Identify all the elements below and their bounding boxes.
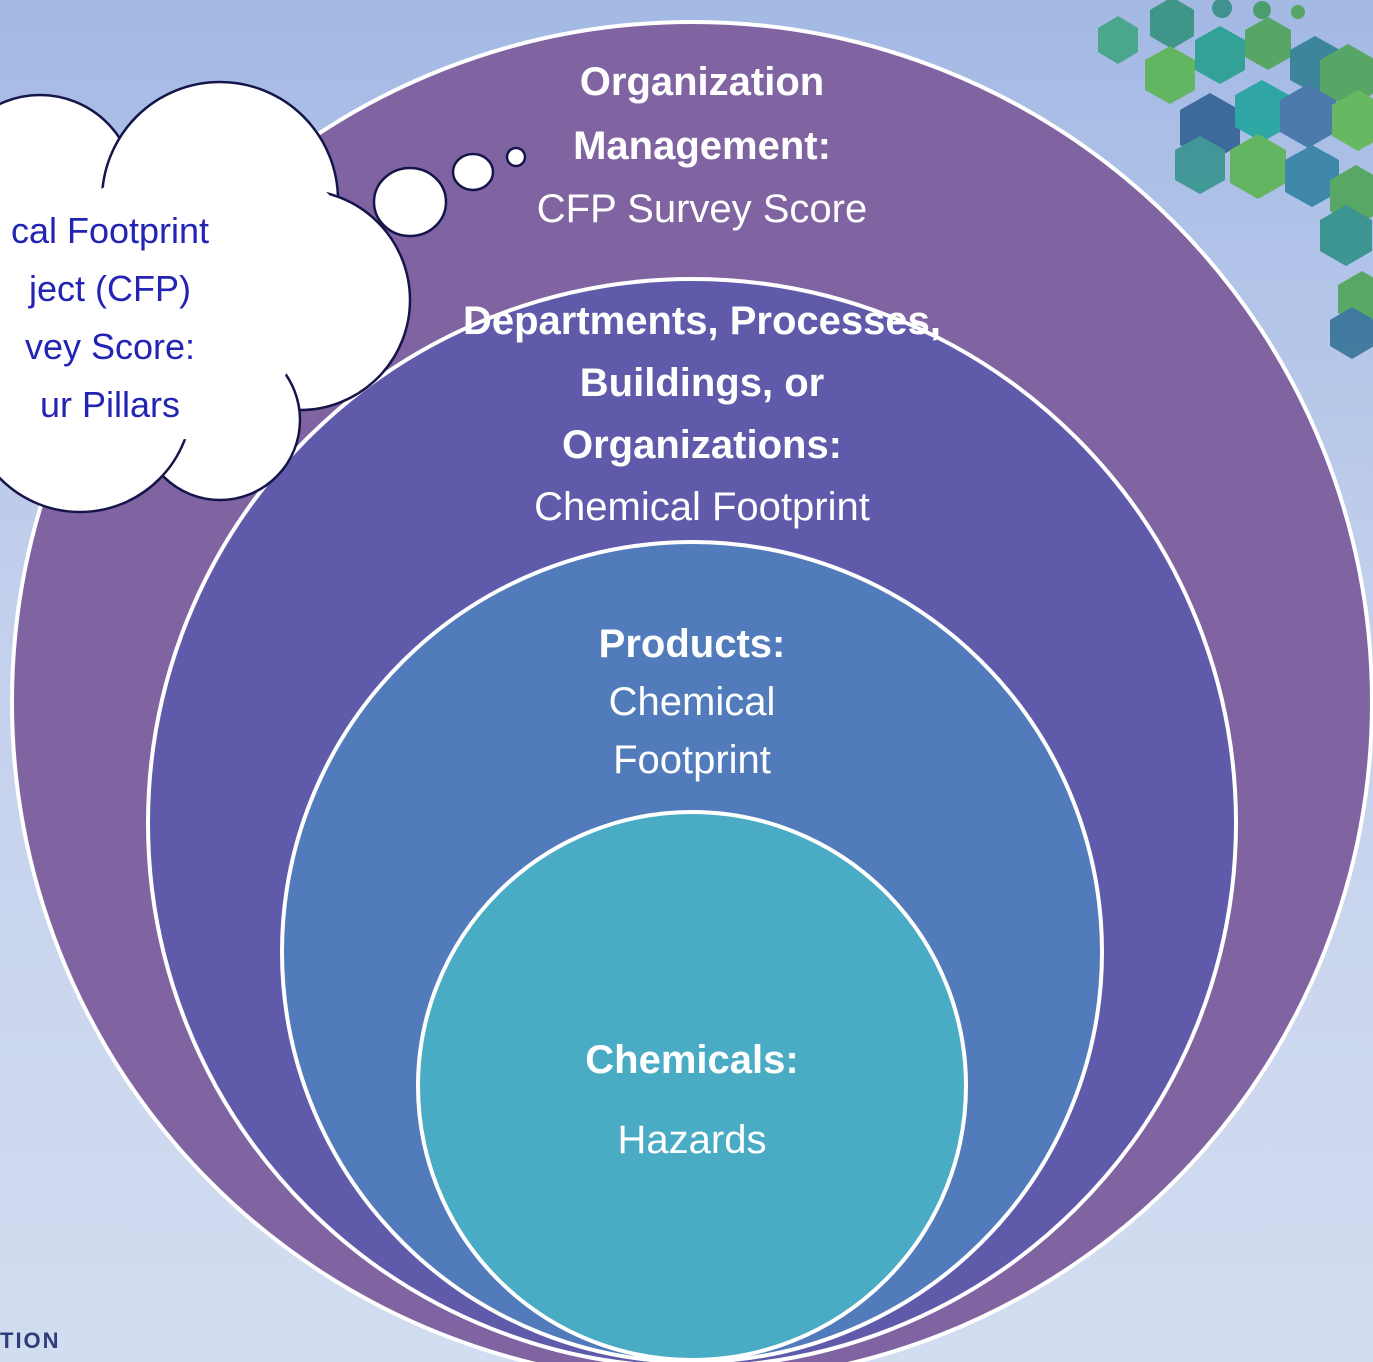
label-title: Chemicals: (585, 1038, 799, 1082)
thought-line: vey Score: (24, 326, 196, 367)
label-line: CFP Survey Score (536, 187, 868, 231)
label-line: Footprint (613, 738, 771, 782)
footer-fragment: TION (0, 1328, 61, 1353)
hexagon-decoration (1098, 0, 1373, 359)
label-products: Products: Chemical Footprint (542, 615, 842, 789)
label-departments: Departments, Processes, Buildings, or Or… (462, 290, 942, 538)
label-line: Hazards (617, 1118, 767, 1162)
ring-chemicals (416, 810, 968, 1362)
label-title: Products: (598, 622, 786, 666)
label-chemicals: Chemicals: Hazards (542, 1020, 842, 1180)
label-title: Departments, Processes, Buildings, or Or… (462, 299, 941, 467)
label-organization-management: Organization Management: CFP Survey Scor… (472, 50, 932, 240)
thought-line: ur Pillars (39, 384, 181, 425)
thought-line: cal Footprint (10, 210, 210, 251)
thought-bubble-text: cal Footprint ject (CFP) vey Score: ur P… (0, 202, 280, 434)
label-title: Organization Management: (573, 60, 831, 168)
thought-bubble (0, 80, 527, 514)
thought-line: ject (CFP) (29, 268, 191, 309)
label-line: Chemical (608, 680, 776, 724)
label-line: Chemical Footprint (534, 485, 870, 529)
